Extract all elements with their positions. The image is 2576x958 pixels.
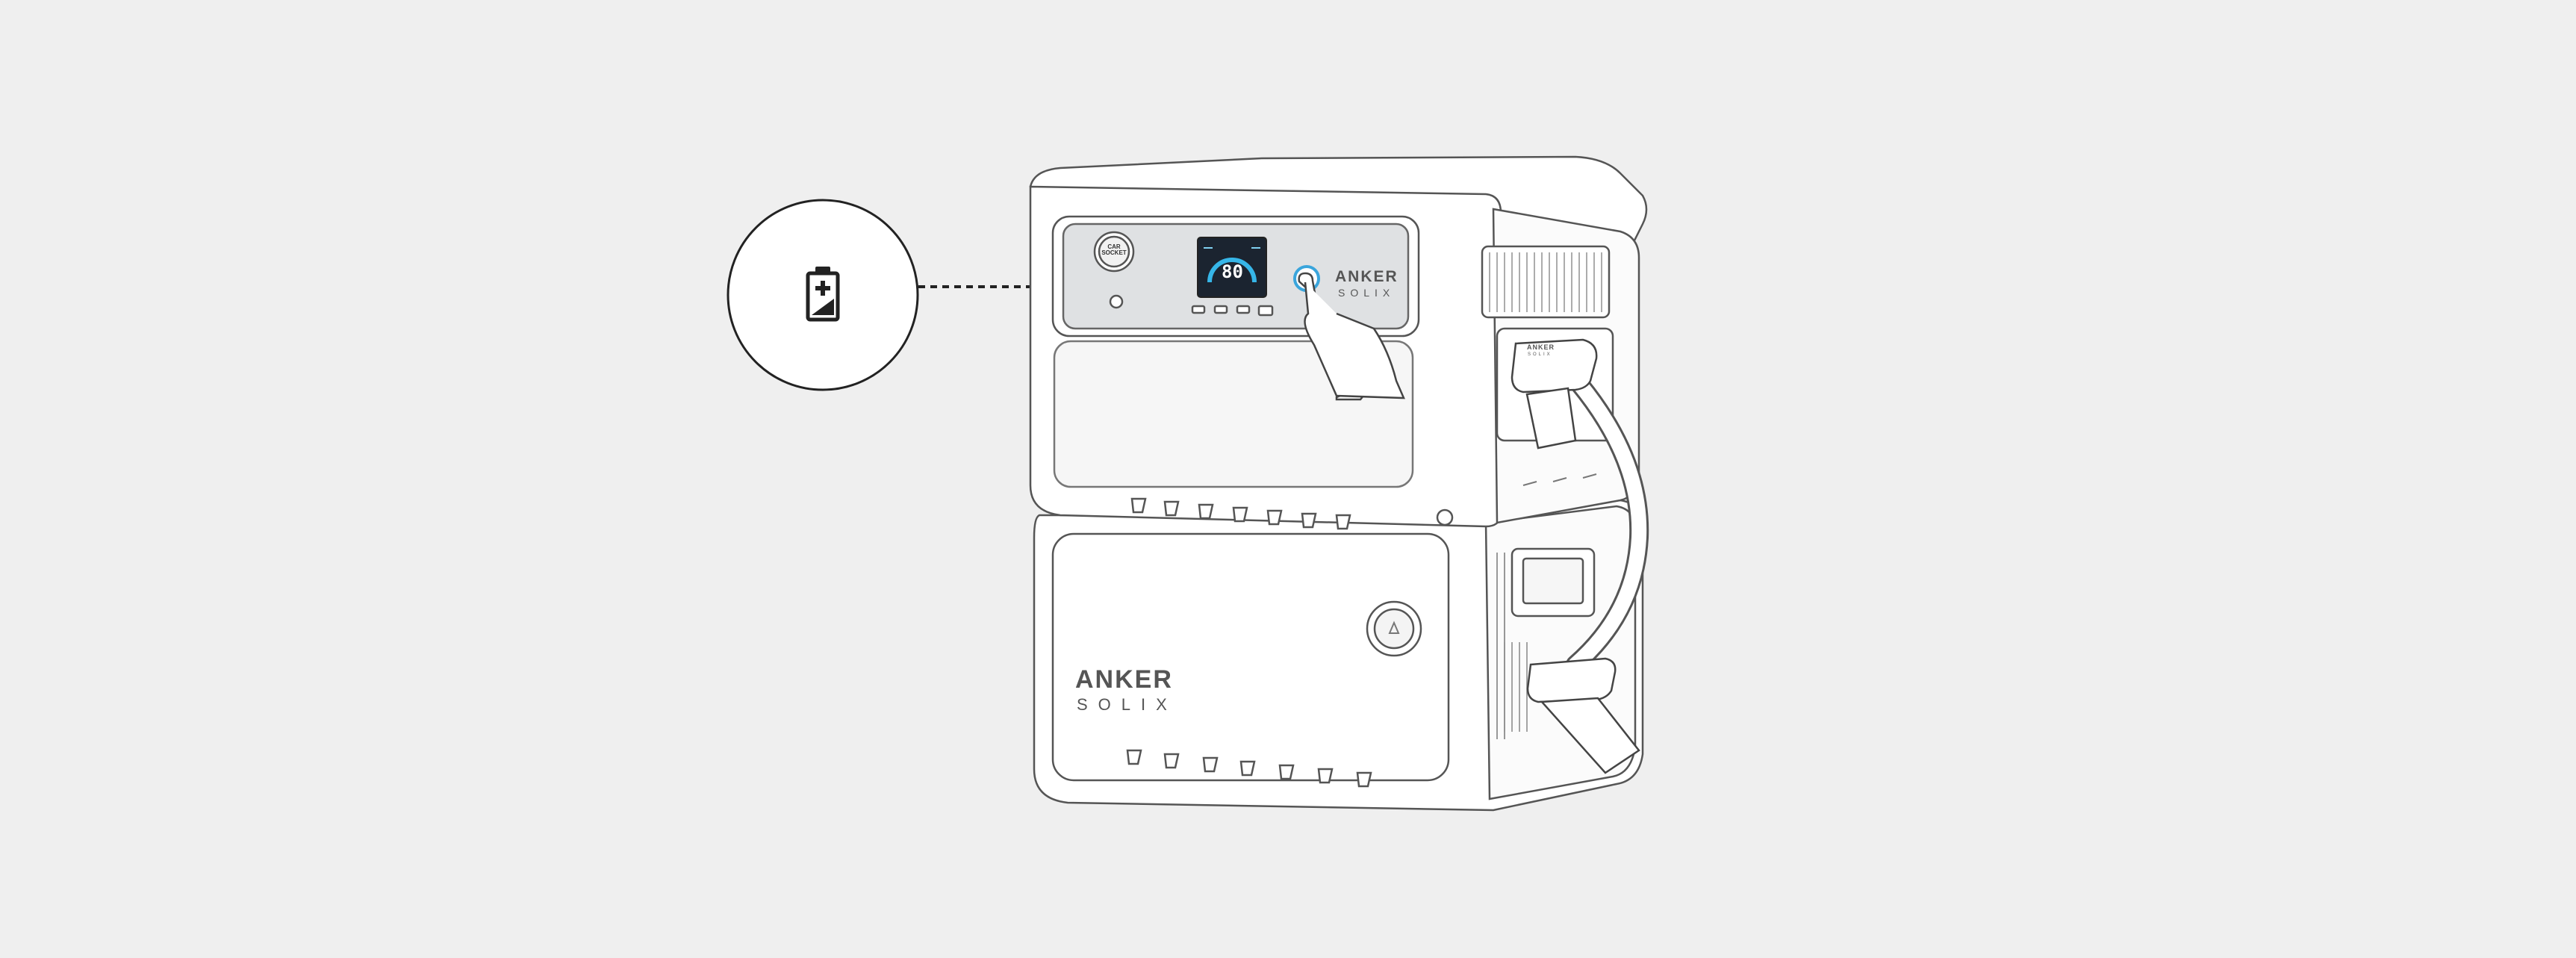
main-unit-brand-solix: SOLIX [1338,287,1395,298]
cable-plug-brand-anker: ANKER [1527,344,1555,351]
battery-charging-plus-icon [808,267,838,320]
car-socket-label-line2: SOCKET [1101,250,1127,256]
cable-plug-brand-solix: SOLIX [1528,352,1552,357]
expansion-battery-body [1034,500,1643,810]
car-socket-label: CAR SOCKET [1101,244,1127,257]
battery-brand-solix: SOLIX [1077,697,1177,713]
battery-brand-anker: ANKER [1075,667,1173,692]
screen-battery-value: 80 [1222,263,1243,281]
main-unit-brand-anker: ANKER [1335,269,1399,284]
